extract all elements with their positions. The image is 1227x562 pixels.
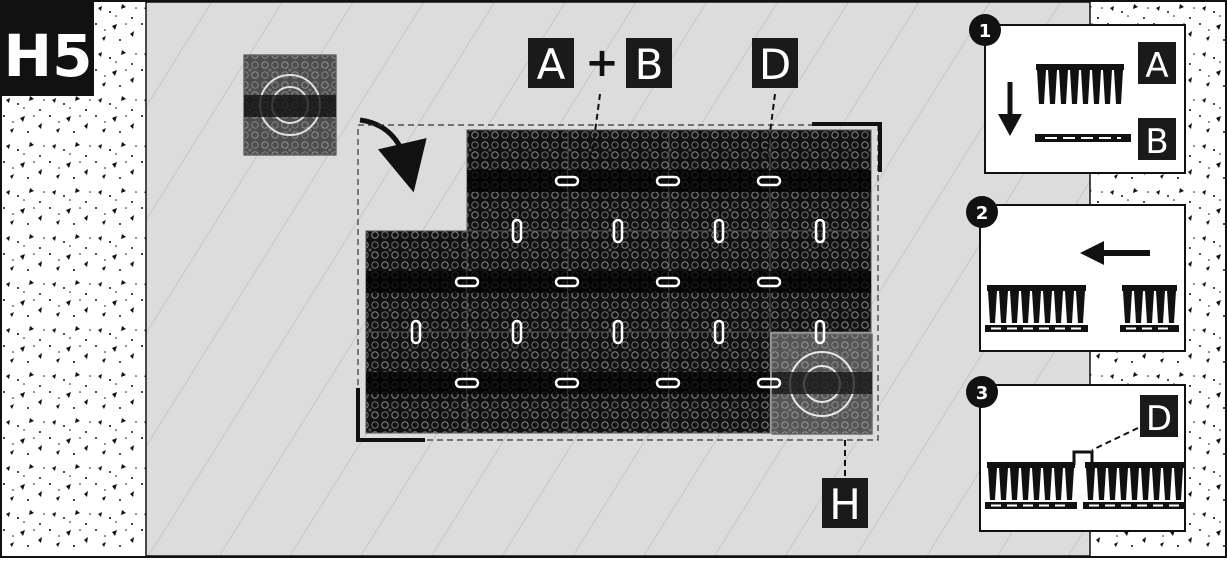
- label-b: B: [635, 40, 664, 89]
- floor-tile: [668, 230, 771, 333]
- label-h: H: [829, 480, 861, 529]
- connector-clip-D: [1072, 450, 1094, 465]
- support-comb-A: [1036, 64, 1124, 104]
- label-d-callout: D: [752, 38, 798, 173]
- support-comb-joined-right: [1083, 462, 1186, 509]
- connector-clip: [612, 218, 624, 244]
- floor-tile: [567, 331, 670, 434]
- support-comb-joined-left: [985, 462, 1077, 509]
- support-comb-right: [1120, 285, 1179, 332]
- connector-clip: [454, 276, 480, 288]
- floor-tile: [466, 331, 569, 434]
- floor-tile: [365, 331, 468, 434]
- connector-clip: [612, 319, 624, 345]
- connector-clip: [756, 175, 782, 187]
- step-1-panel: 1 A B: [969, 14, 1186, 174]
- title-code: H5: [4, 22, 93, 90]
- floor-tile: [567, 230, 670, 333]
- label-h-callout: H: [822, 440, 868, 529]
- connector-clip: [511, 218, 523, 244]
- connector-clip: [713, 319, 725, 345]
- connector-clip: [655, 377, 681, 389]
- connector-clip: [655, 175, 681, 187]
- tile-grid: [365, 129, 872, 434]
- plus-sign: +: [585, 40, 619, 86]
- step-2-panel: 2: [966, 196, 1186, 352]
- connector-clip: [554, 276, 580, 288]
- placed-tile-H: [771, 333, 873, 435]
- floor-tile: [567, 129, 670, 232]
- label-a-box: [528, 38, 574, 88]
- connector-clip: [410, 319, 422, 345]
- connector-clip: [756, 276, 782, 288]
- label-a: A: [537, 40, 566, 89]
- floor-tile: [769, 129, 872, 232]
- step-3-label-d: D: [1146, 399, 1172, 439]
- step-3-number: 3: [976, 383, 989, 404]
- floor-tile: [769, 230, 872, 333]
- connector-clips: [410, 175, 826, 389]
- connector-clip: [814, 218, 826, 244]
- step-3-panel: 3 D: [966, 376, 1186, 532]
- single-tile-preview: [243, 54, 337, 156]
- label-a-plus-b: A + B: [528, 38, 672, 156]
- step-1-label-a: A: [1145, 46, 1168, 86]
- connector-clip: [454, 377, 480, 389]
- connector-clip: [814, 319, 826, 345]
- connector-clip: [713, 218, 725, 244]
- floor-tile: [466, 129, 569, 232]
- label-b-box: [626, 38, 672, 88]
- step-1-number: 1: [979, 21, 992, 42]
- floor-tile: [466, 230, 569, 333]
- floor-tile: [668, 129, 771, 232]
- connector-clip: [554, 175, 580, 187]
- support-comb-left: [985, 285, 1088, 332]
- label-d: D: [759, 40, 791, 89]
- floor-tile: [668, 331, 771, 434]
- rotate-arrow-icon: [359, 117, 427, 193]
- step-2-number: 2: [976, 203, 989, 224]
- target-area-outline: [357, 124, 879, 441]
- connector-clip: [655, 276, 681, 288]
- connector-clip: [756, 377, 782, 389]
- corner-mark-bottom-left: [356, 388, 425, 442]
- connector-clip: [511, 319, 523, 345]
- connector-clip: [554, 377, 580, 389]
- floor-tile: [365, 230, 468, 333]
- step-1-label-b: B: [1145, 122, 1168, 162]
- title-badge: H5: [2, 2, 94, 96]
- corner-mark-top-right: [812, 122, 882, 172]
